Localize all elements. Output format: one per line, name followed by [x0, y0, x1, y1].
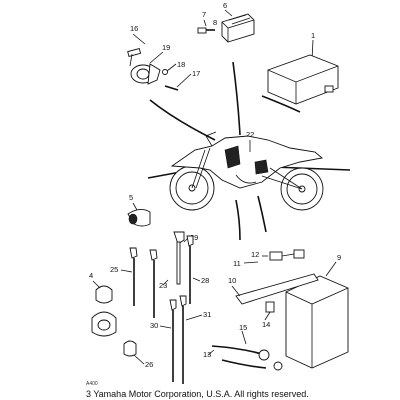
callout-30: 30: [150, 321, 158, 330]
copyright-notice: 3 Yamaha Motor Corporation, U.S.A. All r…: [86, 389, 309, 399]
control-unit-1: [267, 54, 339, 105]
callout-1: 1: [311, 31, 315, 40]
callout-15: 15: [239, 323, 247, 332]
callout-16: 16: [130, 24, 138, 33]
cable-ties: [120, 231, 203, 384]
callout-31: 31: [203, 310, 211, 319]
callout-9: 9: [337, 253, 341, 262]
callout-29: 29: [190, 233, 198, 242]
callout-12: 12: [251, 250, 259, 259]
callout-6: 6: [223, 1, 227, 10]
clamps: [91, 280, 145, 365]
callout-28: 28: [201, 276, 209, 285]
callout-19: 19: [162, 43, 170, 52]
callout-26: 26: [145, 360, 153, 369]
callout-10: 10: [228, 276, 236, 285]
callout-25: 25: [110, 265, 118, 274]
fuse-11-12: [243, 249, 305, 264]
callout-13: 13: [203, 350, 211, 359]
drawing-code: A400: [86, 381, 98, 387]
callout-14: 14: [262, 320, 270, 329]
callout-18: 18: [177, 60, 185, 69]
callout-5: 5: [129, 193, 133, 202]
callout-7: 7: [202, 10, 206, 19]
battery-box-9: [285, 261, 349, 369]
callout-8: 8: [213, 18, 217, 27]
callout-11: 11: [233, 259, 241, 268]
bracket-10: [231, 273, 319, 305]
lead-wires-13-15: [207, 301, 283, 371]
cap-5: [127, 202, 151, 227]
callout-22: 22: [246, 130, 254, 139]
callout-23: 23: [159, 281, 167, 290]
bolt-7: [197, 19, 215, 34]
motorcycle-illustration: [169, 131, 324, 211]
callout-4: 4: [89, 271, 93, 280]
relay-6: [221, 9, 255, 43]
horn-19: [127, 47, 192, 91]
callout-17: 17: [192, 69, 200, 78]
